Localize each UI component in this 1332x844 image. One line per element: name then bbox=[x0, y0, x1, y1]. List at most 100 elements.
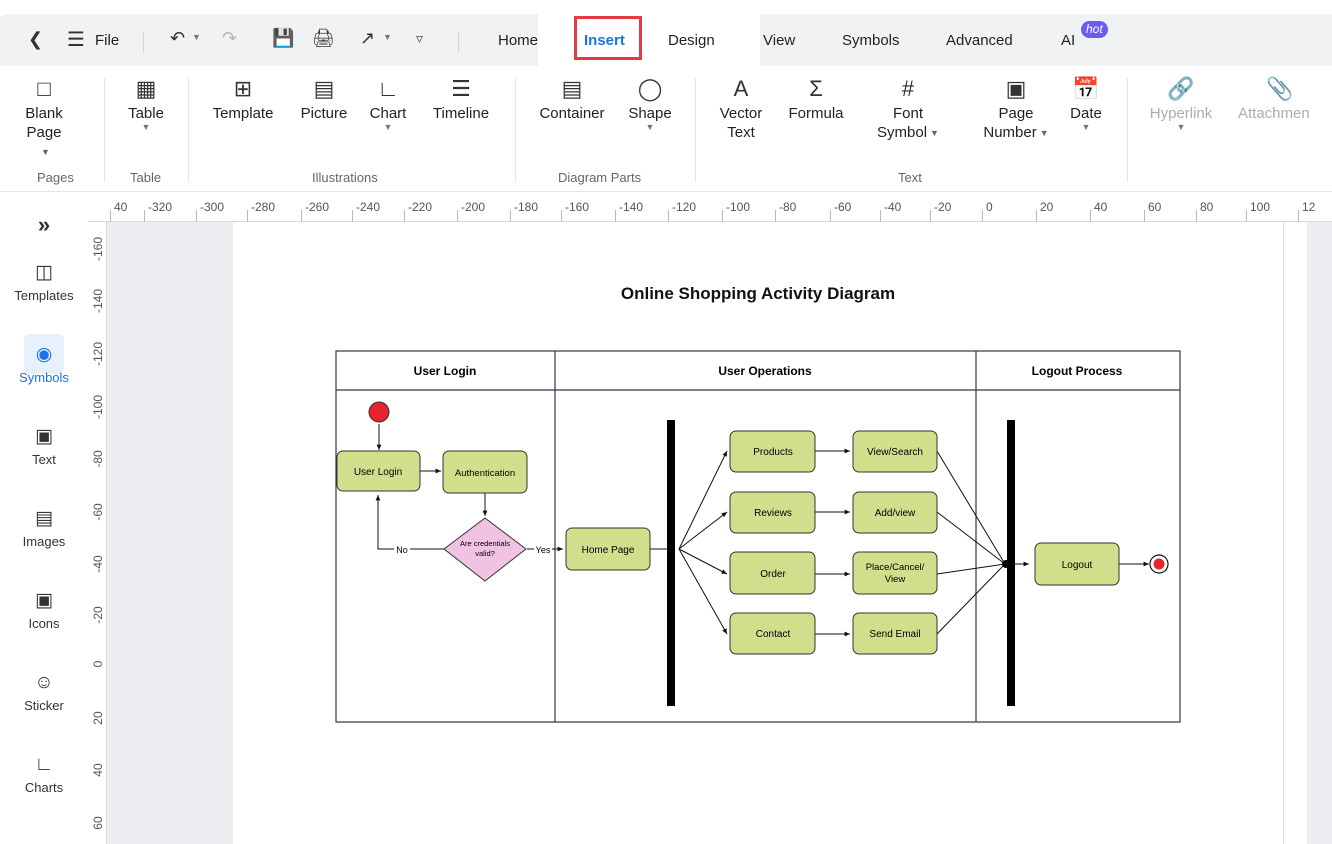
decision-credentials[interactable]: Are credentials valid? bbox=[443, 517, 527, 582]
diagram-edges bbox=[375, 424, 1149, 637]
ruler-label: -260 bbox=[305, 200, 330, 214]
activity-label: Logout bbox=[1062, 560, 1093, 571]
activity-label-line1: Place/Cancel/ bbox=[866, 562, 925, 573]
page-number-icon: ▣ bbox=[1005, 76, 1027, 101]
print-icon[interactable]: 🖨 bbox=[312, 28, 335, 48]
file-menu[interactable]: File bbox=[95, 32, 120, 49]
formula-button[interactable]: Σ Formula bbox=[784, 76, 848, 123]
activity-home-page[interactable]: Home Page bbox=[565, 527, 651, 571]
activity-authentication[interactable]: Authentication bbox=[442, 450, 528, 494]
ruler-label: 60 bbox=[1148, 200, 1162, 214]
join-point bbox=[1002, 560, 1010, 568]
chart-button[interactable]: ∟ Chart ▼ bbox=[366, 76, 410, 132]
export-dropdown-icon[interactable]: ▼ bbox=[383, 32, 392, 42]
blank-page-button[interactable]: □ Blank Page▼ bbox=[25, 76, 63, 157]
ruler-label: 80 bbox=[1200, 200, 1214, 214]
activity-logout[interactable]: Logout bbox=[1034, 542, 1120, 586]
shape-button[interactable]: ◯ Shape ▼ bbox=[624, 76, 676, 132]
table-button[interactable]: ▦ Table ▼ bbox=[124, 76, 168, 132]
activity-order[interactable]: Order bbox=[729, 551, 816, 595]
chart-icon: ∟ bbox=[377, 76, 399, 101]
diagram-page[interactable]: Online Shopping Activity Diagram User Lo… bbox=[233, 222, 1283, 844]
timeline-icon: ☰ bbox=[451, 76, 471, 101]
activity-user-login[interactable]: User Login bbox=[336, 450, 421, 492]
activity-label: Products bbox=[753, 447, 792, 458]
diagram-title[interactable]: Online Shopping Activity Diagram bbox=[620, 284, 896, 303]
activity-reviews[interactable]: Reviews bbox=[729, 491, 816, 534]
menu-tab-strip bbox=[0, 14, 1332, 66]
fork-bar[interactable] bbox=[667, 420, 675, 706]
vector-text-button[interactable]: A Vector Text bbox=[712, 76, 770, 142]
join-bar[interactable] bbox=[1007, 420, 1015, 706]
hamburger-menu-icon[interactable]: ☰ bbox=[67, 29, 85, 51]
text-icon: ▣ bbox=[35, 426, 53, 447]
sidebar-item-charts[interactable]: ∟ Charts bbox=[24, 754, 64, 795]
group-label-text: Text bbox=[898, 170, 922, 185]
hyperlink-button[interactable]: 🔗 Hyperlink ▼ bbox=[1144, 76, 1218, 132]
hash-icon: # bbox=[901, 76, 915, 101]
ruler-label: 12 bbox=[1302, 200, 1316, 214]
activity-diagram[interactable]: User Login User Operations Logout Proces… bbox=[233, 222, 1283, 844]
ruler-label: -220 bbox=[408, 200, 433, 214]
activity-place-cancel-view[interactable]: Place/Cancel/ View bbox=[852, 551, 938, 595]
sidebar-item-images[interactable]: ▤ Images bbox=[22, 508, 66, 549]
tab-insert[interactable]: Insert bbox=[584, 32, 625, 49]
font-symbol-button[interactable]: # Font Symbol▼ bbox=[868, 76, 948, 143]
ribbon-toolbar: □ Blank Page▼ Pages ▦ Table ▼ Table ⊞ Te… bbox=[0, 66, 1332, 192]
tab-advanced[interactable]: Advanced bbox=[946, 32, 1013, 49]
double-chevron-right-icon[interactable]: » bbox=[37, 212, 51, 237]
hot-badge: hot bbox=[1081, 21, 1108, 38]
sidebar-item-templates[interactable]: ◫ Templates bbox=[14, 262, 74, 303]
lane-header-user-operations: User Operations bbox=[718, 364, 812, 378]
activity-send-email[interactable]: Send Email bbox=[852, 612, 938, 655]
end-node[interactable] bbox=[1149, 554, 1169, 574]
picture-icon: ▤ bbox=[313, 76, 335, 101]
tab-symbols[interactable]: Symbols bbox=[842, 32, 900, 49]
sidebar-item-symbols[interactable]: ◉ Symbols bbox=[0, 334, 88, 385]
group-label-table: Table bbox=[130, 170, 162, 185]
tab-view[interactable]: View bbox=[763, 32, 796, 49]
redo-icon[interactable]: ↷ bbox=[222, 28, 238, 48]
activity-contact[interactable]: Contact bbox=[729, 612, 816, 655]
timeline-button[interactable]: ☰ Timeline bbox=[426, 76, 496, 123]
sidebar-item-text[interactable]: ▣ Text bbox=[32, 426, 56, 467]
activity-label: Authentication bbox=[455, 468, 515, 479]
chevron-left-icon[interactable]: ❮ bbox=[28, 29, 44, 49]
title-bar: ❮ ☰ File ↶ ▼ ↷ 💾 🖨 ↗ ▼ ▿ Home Insert Des… bbox=[0, 0, 1332, 66]
sigma-icon: Σ bbox=[809, 76, 823, 101]
ruler-label: 60 bbox=[91, 816, 105, 830]
page-number-button[interactable]: ▣ Page Number▼ bbox=[972, 76, 1060, 143]
activity-products[interactable]: Products bbox=[729, 430, 816, 473]
calendar-icon: 📅 bbox=[1072, 76, 1100, 101]
images-icon: ▤ bbox=[35, 508, 53, 529]
start-node[interactable] bbox=[368, 401, 390, 423]
canvas-area[interactable]: Online Shopping Activity Diagram User Lo… bbox=[107, 222, 1332, 844]
ruler-label: -280 bbox=[251, 200, 276, 214]
symbols-icon: ◉ bbox=[35, 344, 53, 365]
container-button[interactable]: ▤ Container bbox=[532, 76, 612, 123]
tab-home[interactable]: Home bbox=[498, 32, 539, 49]
undo-icon[interactable]: ↶ bbox=[170, 28, 186, 48]
sticker-icon: ☺ bbox=[34, 672, 54, 693]
date-button[interactable]: 📅 Date ▼ bbox=[1064, 76, 1108, 132]
sidebar-item-icons[interactable]: ▣ Icons bbox=[28, 590, 60, 631]
tab-ai[interactable]: AI bbox=[1061, 32, 1076, 49]
group-label-pages: Pages bbox=[37, 170, 74, 185]
sidebar-item-sticker[interactable]: ☺ Sticker bbox=[24, 672, 64, 713]
ruler-label: -60 bbox=[834, 200, 852, 214]
picture-button[interactable]: ▤ Picture bbox=[296, 76, 352, 123]
horizontal-ruler: 40-320-300-280-260-240-220-200-180-160-1… bbox=[88, 192, 1332, 222]
customize-toolbar-icon[interactable]: ▿ bbox=[416, 30, 424, 46]
link-icon: 🔗 bbox=[1167, 76, 1195, 101]
activity-add-view[interactable]: Add/view bbox=[852, 491, 938, 534]
undo-dropdown-icon[interactable]: ▼ bbox=[192, 32, 201, 42]
activity-view-search[interactable]: View/Search bbox=[852, 430, 938, 473]
template-button[interactable]: ⊞ Template bbox=[206, 76, 280, 123]
save-icon[interactable]: 💾 bbox=[272, 28, 295, 48]
export-icon[interactable]: ↗ bbox=[360, 28, 376, 48]
ruler-label: 40 bbox=[91, 763, 105, 777]
tab-design[interactable]: Design bbox=[668, 32, 715, 49]
paperclip-icon: 📎 bbox=[1266, 76, 1294, 101]
attachment-button[interactable]: 📎 Attachmen bbox=[1236, 76, 1332, 123]
activity-label: Order bbox=[760, 569, 786, 580]
